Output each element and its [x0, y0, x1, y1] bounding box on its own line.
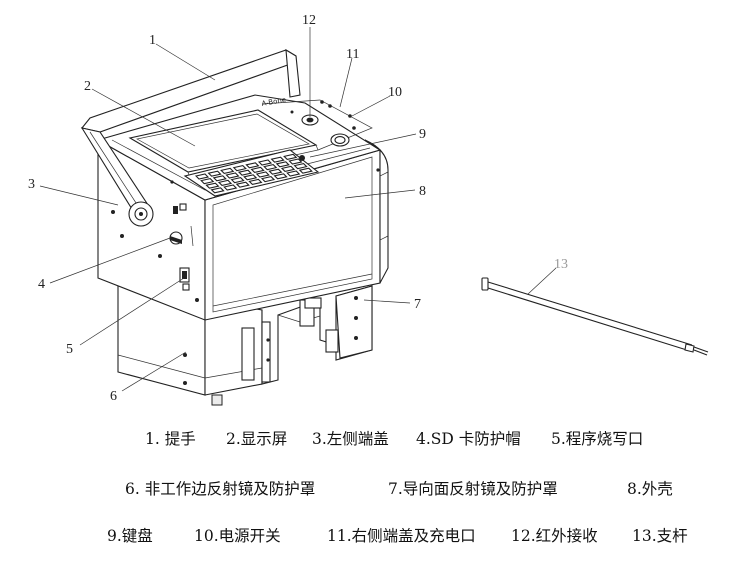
- legend-item: 12.红外接收: [511, 527, 598, 545]
- support-rod: [481, 277, 709, 356]
- keypad-key: [205, 182, 220, 189]
- keypad-key: [275, 161, 290, 168]
- keypad-key: [298, 167, 313, 174]
- legend-item: 8.外壳: [627, 480, 673, 498]
- keypad-key: [268, 168, 283, 175]
- keypad-key: [223, 184, 238, 191]
- keypad-key: [286, 170, 301, 177]
- legend-item: 4.SD 卡防护帽: [416, 430, 521, 448]
- keypad: [183, 149, 320, 197]
- callout-6: 6: [110, 389, 117, 404]
- legend-row-1: 1. 提手 2.显示屏 3.左侧端盖 4.SD 卡防护帽 5.程序烧写口: [0, 427, 748, 449]
- keypad-key: [230, 176, 245, 184]
- device-line-drawing: A-Bone: [28, 13, 709, 406]
- legend-item: 3.左侧端盖: [312, 430, 389, 448]
- legend-item: 5.程序烧写口: [551, 430, 644, 448]
- keypad-key: [283, 153, 298, 161]
- keypad-key: [270, 156, 285, 163]
- keypad-key: [273, 173, 288, 180]
- keypad-key: [207, 170, 222, 177]
- callout-9: 9: [419, 127, 426, 142]
- leader-lines: [39, 27, 557, 392]
- keypad-key: [237, 169, 253, 176]
- keypad-key: [210, 187, 225, 194]
- keypad-key: [245, 162, 260, 169]
- keypad-key: [212, 175, 227, 182]
- keypad-key: [280, 165, 296, 173]
- keypad-key: [217, 179, 233, 187]
- keypad-key: [255, 171, 270, 178]
- callout-4: 4: [38, 277, 45, 292]
- keypad-key: [232, 164, 247, 172]
- callout-2: 2: [84, 79, 91, 94]
- keypad-key: [293, 162, 308, 170]
- keypad-key: [200, 177, 215, 185]
- callout-1: 1: [149, 33, 156, 48]
- keypad-key: [220, 167, 235, 175]
- callout-11: 11: [346, 47, 359, 62]
- legend-item: 10.电源开关: [194, 527, 281, 545]
- legend-item: 7.导向面反射镜及防护罩: [388, 480, 558, 498]
- legend-row-2: 6. 非工作边反射镜及防护罩 7.导向面反射镜及防护罩 8.外壳: [0, 477, 748, 499]
- keypad-key: [250, 166, 265, 174]
- callout-5: 5: [66, 342, 73, 357]
- callout-3: 3: [28, 177, 35, 192]
- legend-item: 6. 非工作边反射镜及防护罩: [125, 480, 316, 498]
- guide-channel: [241, 285, 373, 385]
- callout-7: 7: [414, 297, 421, 312]
- keypad-key: [257, 159, 273, 166]
- legend-item: 1. 提手: [145, 430, 196, 448]
- keypad-key: [235, 181, 250, 188]
- legend-item: 13.支杆: [632, 527, 688, 545]
- callout-13: 13: [554, 257, 568, 272]
- callout-numbers: 1 2 3 4 5 6 7 8 9 10 11 12 13: [28, 13, 568, 404]
- legend-row-3: 9.键盘 10.电源开关 11.右侧端盖及充电口 12.红外接收 13.支杆: [0, 524, 748, 546]
- legend-item: 2.显示屏: [226, 430, 288, 448]
- left-end-cap: [128, 201, 194, 291]
- legend-item: 9.键盘: [107, 527, 153, 545]
- keypad-key: [260, 175, 276, 183]
- callout-12: 12: [302, 13, 316, 28]
- keypad-key: [225, 172, 240, 179]
- carry-handle: [80, 48, 301, 215]
- keypad-key: [248, 178, 263, 186]
- keypad-key: [243, 174, 258, 181]
- callout-10: 10: [388, 85, 402, 100]
- keypad-key: [288, 158, 303, 165]
- keypad-key: [263, 163, 278, 171]
- legend-item: 11.右侧端盖及充电口: [327, 527, 476, 545]
- callout-8: 8: [419, 184, 426, 199]
- keypad-key: [194, 173, 210, 180]
